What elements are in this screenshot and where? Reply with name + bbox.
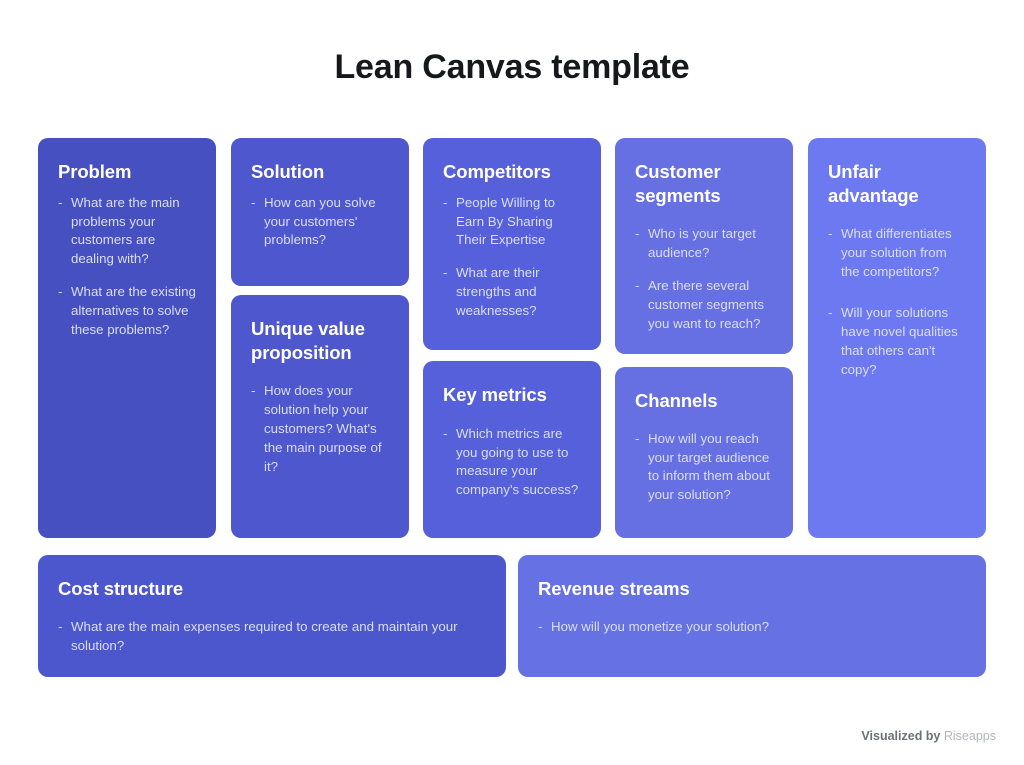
card-title-problem: Problem [58,161,132,182]
bullet-text: How will you reach your target audience … [648,430,770,503]
bullet-dash-icon: - [251,383,256,399]
bullet-text: What are the main expenses required to c… [71,618,458,653]
bullet-dash-icon: - [828,304,833,320]
list-item: - What are the main expenses required to… [58,618,486,656]
card-key-metrics[interactable]: Key metrics - Which metrics are you goin… [423,361,601,538]
card-channels[interactable]: Channels - How will you reach your targe… [615,367,793,538]
card-title-solution: Solution [251,161,325,182]
list-item: - Are there several customer segments yo… [635,277,773,334]
footer-brand: Riseapps [943,729,996,743]
bullet-text: Which metrics are you going to use to me… [456,425,579,498]
list-item: - What are the main problems your custom… [58,194,196,270]
bullet-list-channels: - How will you reach your target audienc… [635,430,773,506]
card-problem[interactable]: Problem - What are the main problems you… [38,138,216,538]
card-competitors[interactable]: Competitors - People Willing to Earn By … [423,138,601,350]
list-item: - People Willing to Earn By Sharing Thei… [443,194,581,251]
bullet-text: Who is your target audience? [648,226,756,261]
bullet-list-unique-value-proposition: - How does your solution help your custo… [251,382,389,476]
bullet-list-problem: - What are the main problems your custom… [58,194,196,340]
card-title-revenue-streams: Revenue streams [538,578,690,599]
bullet-text: Will your solutions have novel qualities… [841,304,958,377]
card-revenue-streams[interactable]: Revenue streams - How will you monetize … [518,555,986,677]
bullet-text: How will you monetize your solution? [551,618,770,634]
bullet-dash-icon: - [635,278,640,294]
footer-prefix: Visualized by [861,729,941,743]
list-item: - Will your solutions have novel qualiti… [828,304,966,380]
list-item: - What differentiates your solution from… [828,225,966,282]
bullet-dash-icon: - [443,425,448,441]
list-item: - How does your solution help your custo… [251,382,389,476]
card-title-customer-segments: Customer segments [635,161,721,206]
bullet-dash-icon: - [635,430,640,446]
card-unfair-advantage[interactable]: Unfair advantage - What differentiates y… [808,138,986,538]
list-item: - Who is your target audience? [635,225,773,263]
bullet-dash-icon: - [443,194,448,210]
list-item: - Which metrics are you going to use to … [443,425,581,501]
list-item: - How can you solve your customers' prob… [251,194,389,251]
page-title: Lean Canvas template [334,48,690,86]
bullet-text: What are the main problems your customer… [71,194,180,267]
bullet-dash-icon: - [635,226,640,242]
card-title-channels: Channels [635,390,718,411]
bullet-dash-icon: - [58,194,63,210]
card-unique-value-proposition[interactable]: Unique value proposition - How does your… [231,295,409,538]
list-item: - What are their strengths and weaknesse… [443,264,581,321]
card-solution[interactable]: Solution - How can you solve your custom… [231,138,409,286]
card-title-cost-structure: Cost structure [58,578,184,599]
card-title-unfair-advantage: Unfair advantage [828,161,919,206]
bullet-list-unfair-advantage: - What differentiates your solution from… [828,225,966,379]
bullet-list-competitors: - People Willing to Earn By Sharing Thei… [443,194,581,321]
bullet-text: Are there several customer segments you … [648,278,765,331]
bullet-dash-icon: - [538,618,543,634]
bullet-dash-icon: - [58,618,63,634]
bullet-text: How can you solve your customers' proble… [264,194,376,248]
bullet-list-solution: - How can you solve your customers' prob… [251,194,389,251]
list-item: - What are the existing alternatives to … [58,283,196,340]
list-item: - How will you reach your target audienc… [635,430,773,506]
card-cost-structure[interactable]: Cost structure - What are the main expen… [38,555,506,677]
card-title-key-metrics: Key metrics [443,384,547,405]
card-title-competitors: Competitors [443,161,551,182]
footer-attribution: Visualized by Riseapps [861,729,996,743]
bullet-dash-icon: - [443,265,448,281]
bullet-text: What differentiates your solution from t… [841,226,952,280]
bullet-list-cost-structure: - What are the main expenses required to… [58,618,486,656]
card-customer-segments[interactable]: Customer segments - Who is your target a… [615,138,793,354]
card-title-unique-value-proposition: Unique value proposition [251,318,365,363]
bullet-dash-icon: - [58,284,63,300]
bullet-text: What are the existing alternatives to so… [71,284,196,337]
bullet-text: How does your solution help your custome… [264,383,382,474]
bullet-text: What are their strengths and weaknesses? [456,265,540,319]
bullet-dash-icon: - [251,194,256,210]
bullet-dash-icon: - [828,226,833,242]
bullet-text: People Willing to Earn By Sharing Their … [456,194,556,248]
bullet-list-key-metrics: - Which metrics are you going to use to … [443,425,581,501]
bullet-list-revenue-streams: - How will you monetize your solution? [538,618,966,637]
list-item: - How will you monetize your solution? [538,618,966,637]
bullet-list-customer-segments: - Who is your target audience? - Are the… [635,225,773,333]
